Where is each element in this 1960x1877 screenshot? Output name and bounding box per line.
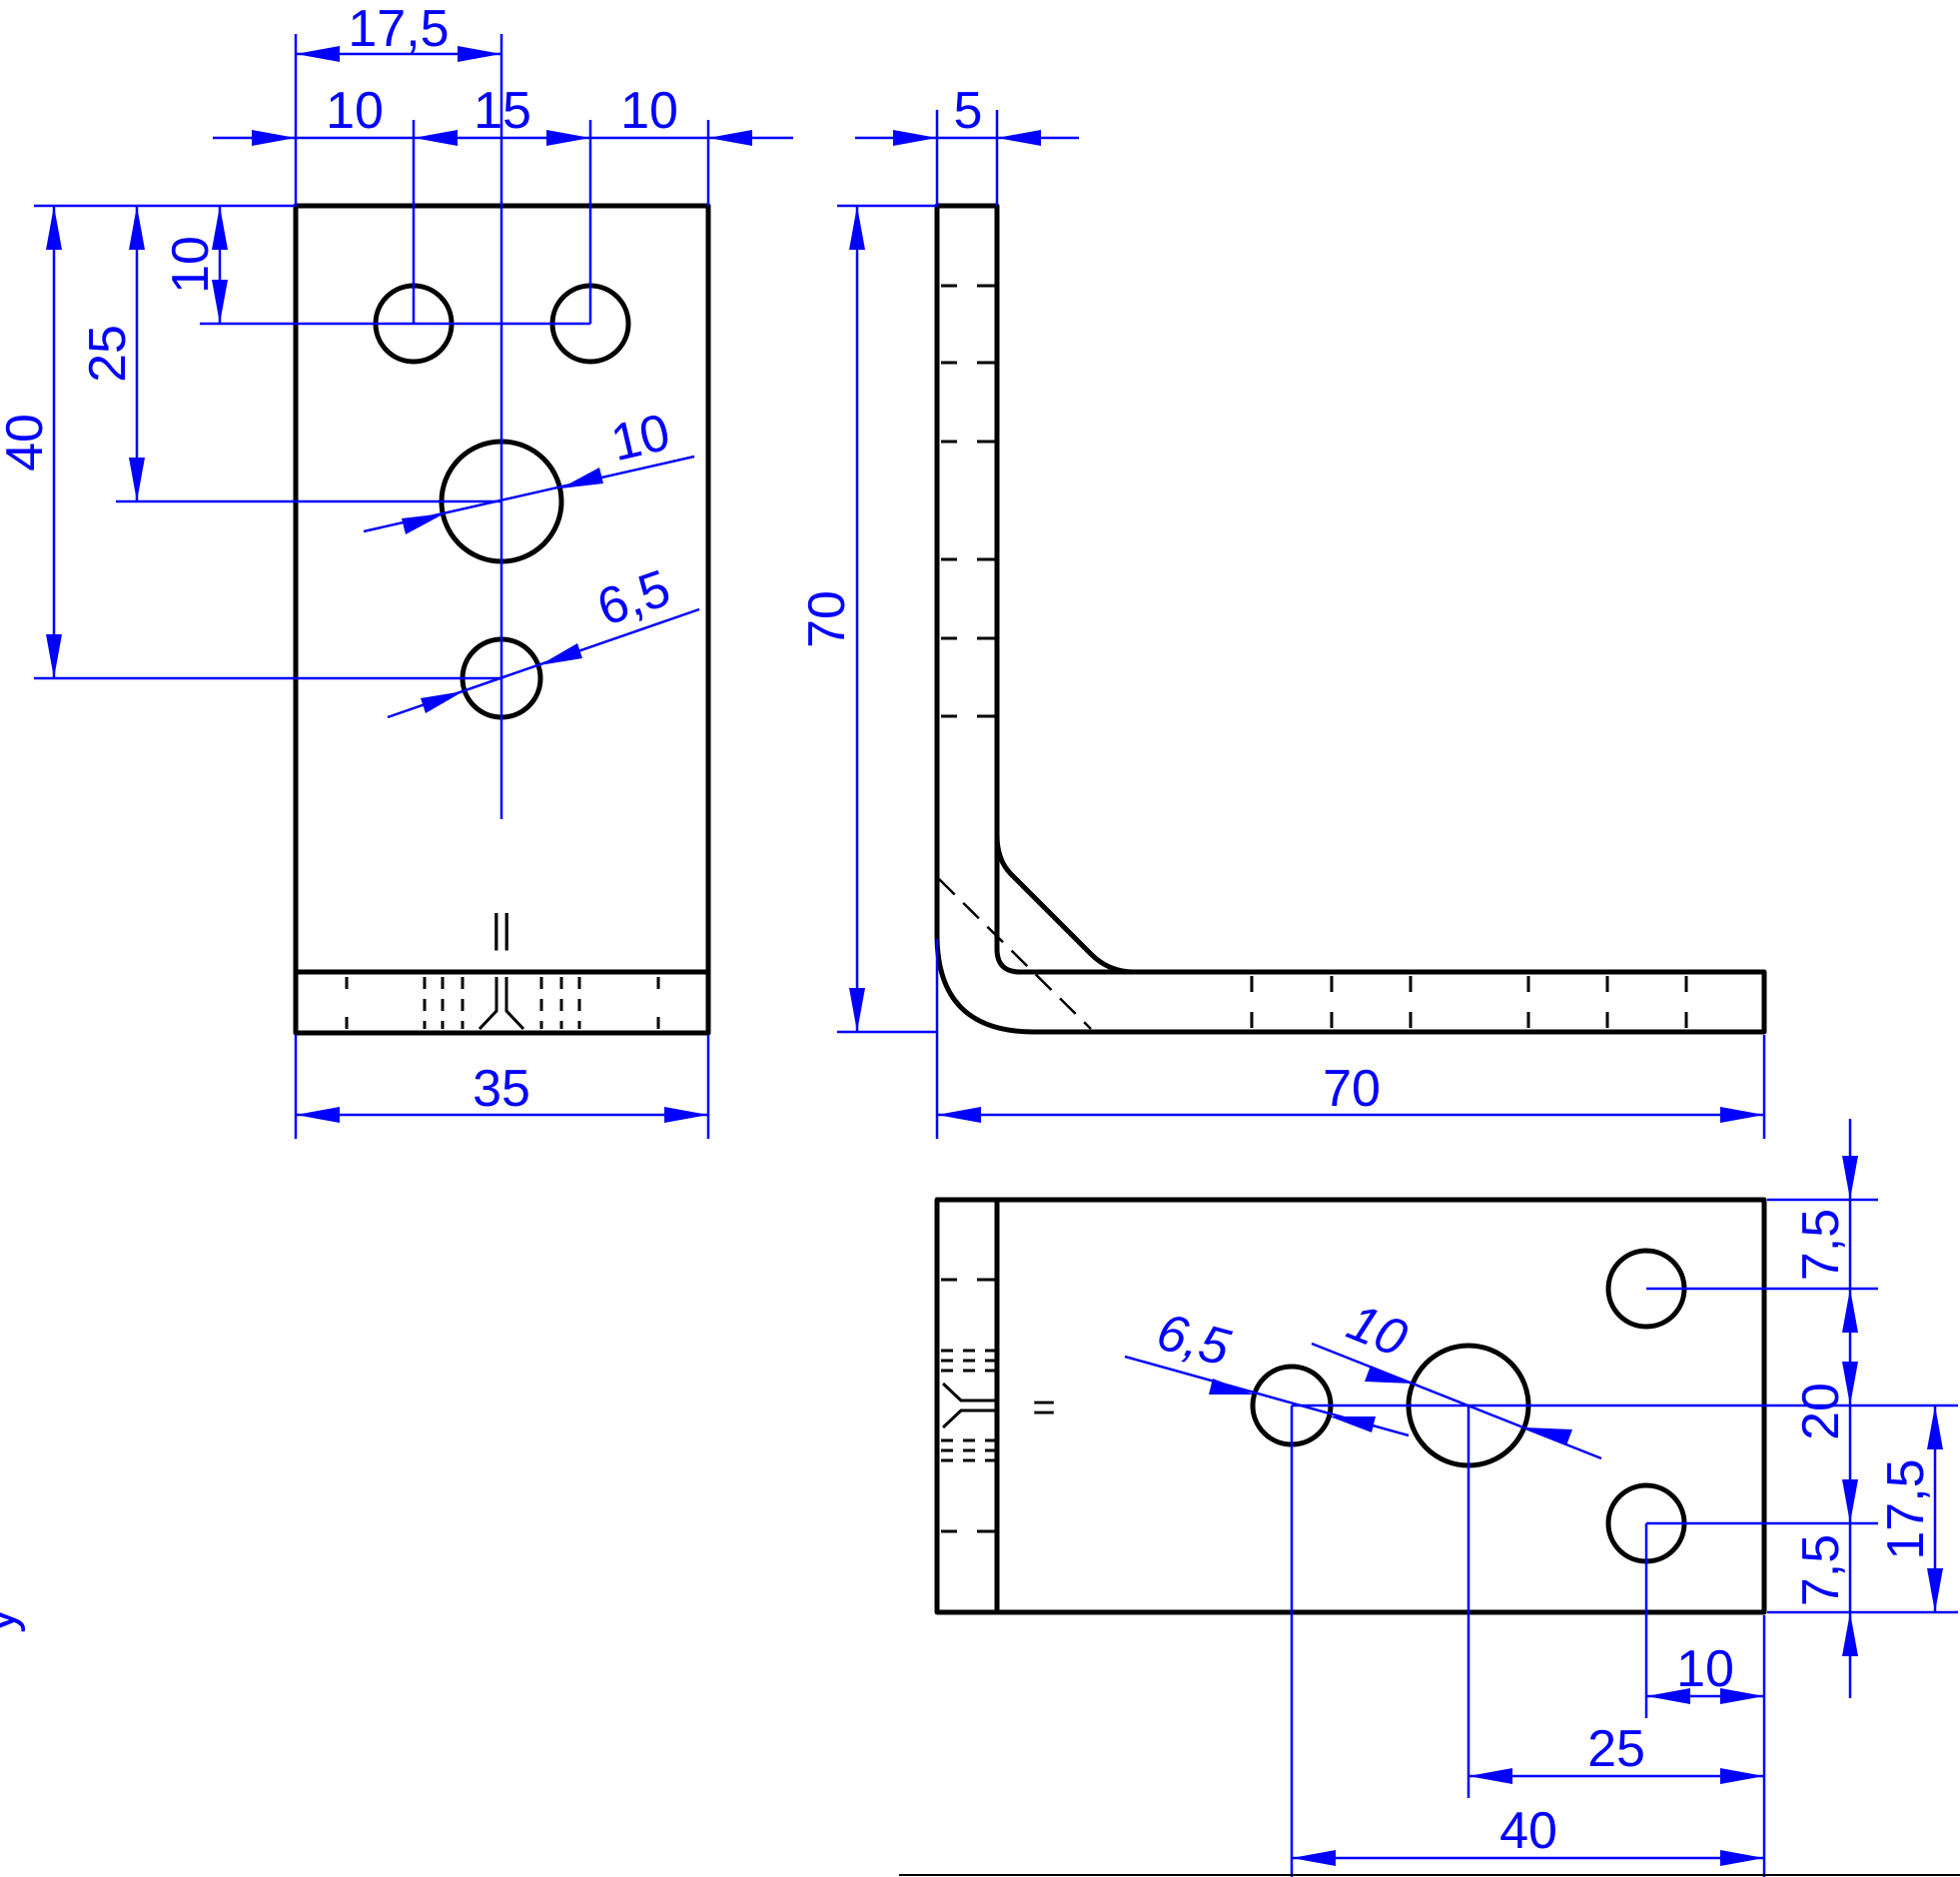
dim-front-17-5: 17,5	[348, 0, 449, 58]
dim-front-dia-6-5: 6,5	[590, 559, 677, 637]
dim-front-25: 25	[79, 325, 137, 383]
dim-front-10-left: 10	[326, 82, 384, 140]
side-ticks	[941, 284, 1688, 1028]
inner-bend-line	[994, 832, 1137, 975]
dim-top-7-5-bottom: 7,5	[1792, 1534, 1850, 1606]
top-arrows	[1209, 1156, 1943, 1866]
front-view: ||	[0, 0, 793, 1139]
dim-front-10-right: 10	[620, 82, 678, 140]
dim-front-15: 15	[474, 82, 531, 140]
dim-front-dia-10: 10	[605, 404, 674, 473]
dim-side-5: 5	[954, 82, 983, 140]
dim-front-35: 35	[473, 1060, 530, 1118]
front-flange-ticks	[345, 977, 660, 1031]
top-flange-ticks	[941, 1278, 995, 1533]
front-arrows	[46, 46, 752, 1123]
dim-side-70-horiz: 70	[1323, 1060, 1381, 1118]
top-dimension-lines	[1124, 1119, 1958, 1877]
side-dimension-lines	[837, 110, 1766, 1139]
front-bend-mark: ||	[491, 907, 512, 951]
dim-top-dia-10: 10	[1340, 1294, 1415, 1369]
dim-front-10-vert: 10	[162, 236, 220, 294]
side-view: 5 70 70	[798, 82, 1767, 1139]
angle-profile	[934, 203, 1767, 1035]
top-bend-mark: =	[1032, 1386, 1055, 1429]
dim-top-40: 40	[1499, 1802, 1557, 1860]
dim-top-7-5-top: 7,5	[1792, 1209, 1850, 1281]
edge-mark: y	[0, 1607, 26, 1633]
dim-top-17-5: 17,5	[1877, 1458, 1935, 1559]
dim-front-40: 40	[0, 414, 54, 471]
side-arrows	[849, 130, 1764, 1123]
hidden-bend-line	[938, 878, 1092, 1030]
top-view: =	[934, 1119, 1958, 1877]
dim-top-25: 25	[1587, 1720, 1645, 1778]
dim-side-70-vert: 70	[798, 590, 856, 648]
dim-top-10: 10	[1676, 1640, 1734, 1698]
dim-top-20: 20	[1792, 1383, 1850, 1440]
